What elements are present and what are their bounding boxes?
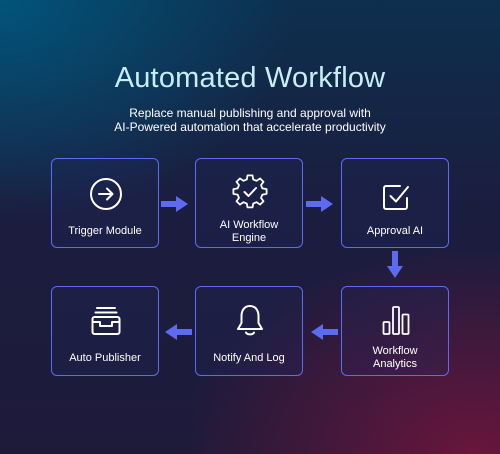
step-approval-ai: Approval AI (341, 158, 449, 248)
subtitle-line-2: AI-Powered automation that accelerate pr… (114, 120, 386, 134)
step-auto-publisher: Auto Publisher (51, 286, 159, 376)
step-label-line-2: Engine (231, 232, 267, 244)
step-label: Approval AI (366, 225, 424, 237)
arrow-down-icon (387, 251, 403, 278)
bell-icon (237, 305, 263, 336)
step-workflow-analytics: Workflow Analytics (341, 286, 449, 376)
step-label: Trigger Module (68, 225, 142, 237)
step-label: Notify And Log (213, 352, 285, 364)
step-notify-and-log: Notify And Log (195, 286, 303, 376)
arrow-right-circle-icon (90, 178, 122, 210)
step-label: Auto Publisher (69, 352, 141, 364)
page-title: Automated Workflow (114, 62, 386, 94)
step-label-line-1: AI Workflow (219, 219, 279, 231)
step-ai-workflow-engine: AI Workflow Engine (195, 158, 303, 248)
archive-box-icon (91, 307, 121, 335)
step-trigger-module: Trigger Module (51, 158, 159, 248)
gear-check-icon (232, 174, 268, 209)
subtitle-line-1: Replace manual publishing and approval w… (129, 106, 371, 120)
arrow-right-icon (306, 196, 333, 212)
arrow-right-icon (161, 196, 188, 212)
step-label-line-1: Workflow (372, 345, 418, 357)
bar-chart-icon (382, 306, 410, 335)
step-label: AI Workflow Engine (196, 219, 302, 245)
step-label: Workflow Analytics (342, 345, 448, 371)
arrow-left-icon (311, 324, 338, 340)
arrow-left-icon (165, 324, 192, 340)
checkbox-icon (383, 185, 409, 210)
page-subtitle: Replace manual publishing and approval w… (0, 106, 500, 134)
step-label-line-2: Analytics (372, 358, 418, 370)
